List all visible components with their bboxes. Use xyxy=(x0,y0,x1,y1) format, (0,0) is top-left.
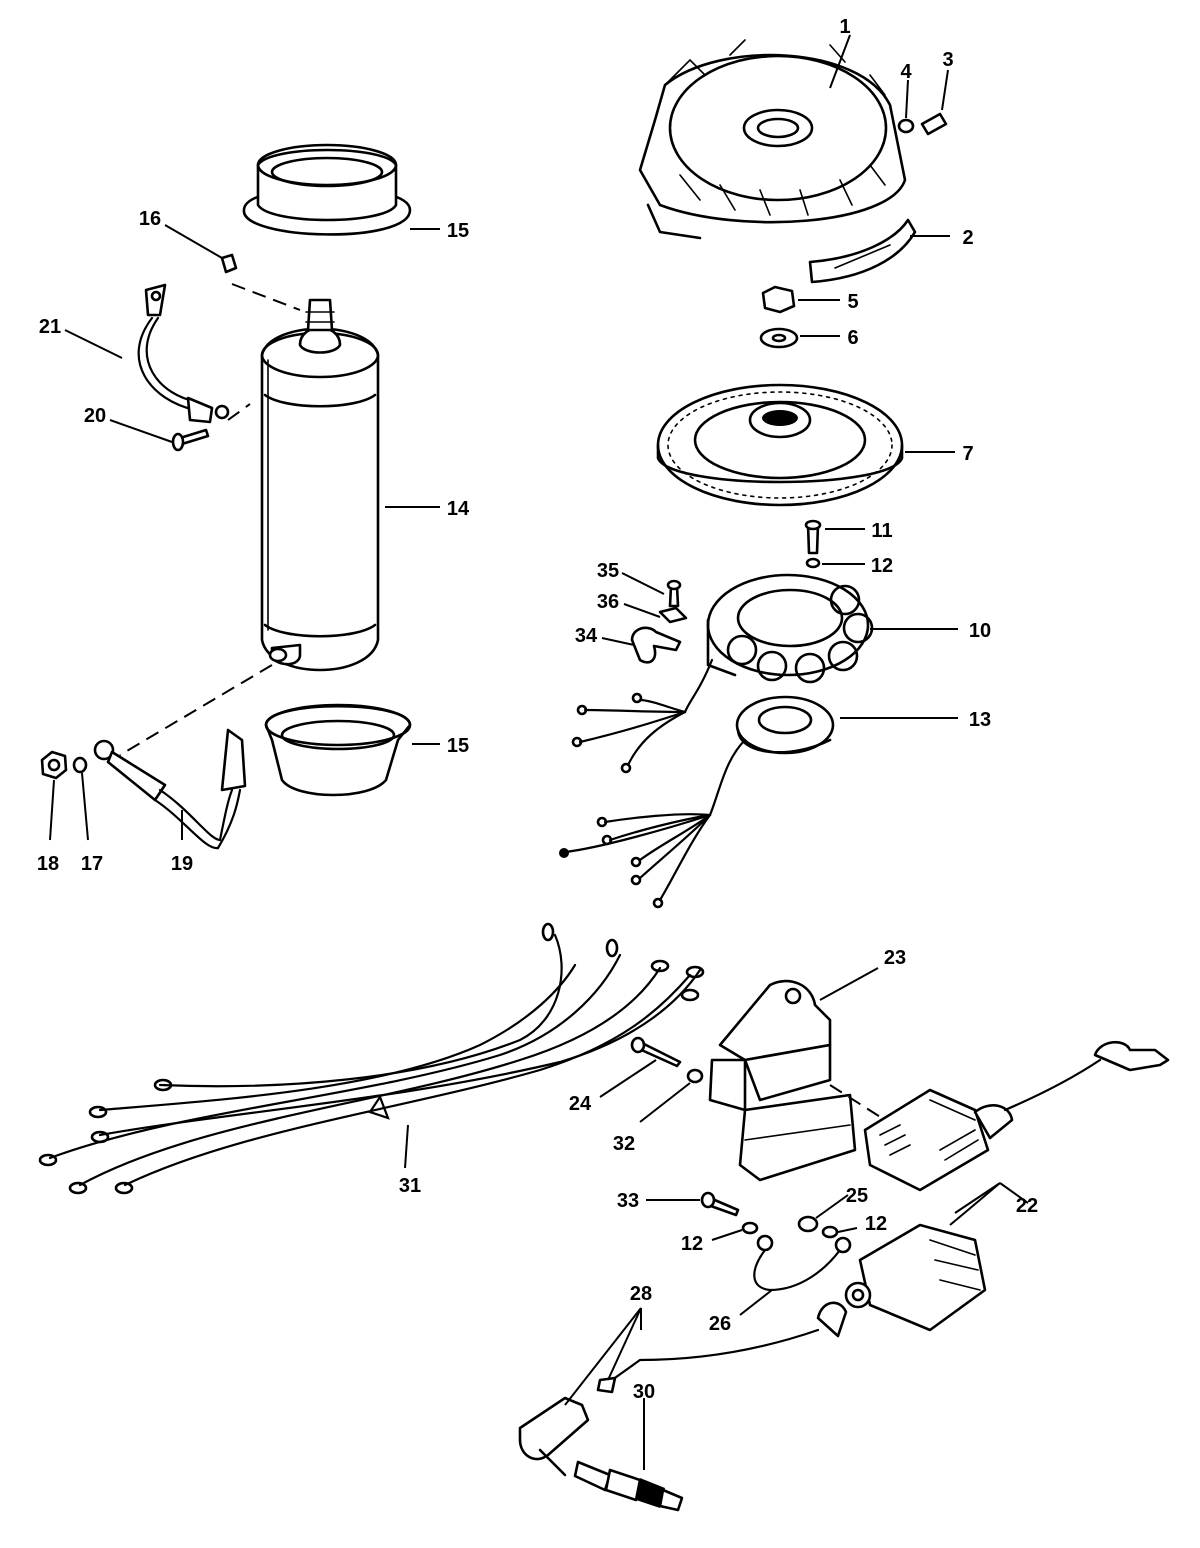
ignition-coil-lower xyxy=(596,1223,987,1394)
callout-26: 26 xyxy=(709,1313,731,1335)
leader-lines xyxy=(49,34,958,1470)
callout-6: 6 xyxy=(847,327,858,349)
ground-wire xyxy=(753,1234,852,1292)
cable-lockwasher xyxy=(72,756,88,774)
nut xyxy=(761,285,796,314)
stator xyxy=(706,573,874,684)
ground-cable xyxy=(93,728,247,850)
callout-14: 14 xyxy=(447,498,470,520)
spark-plug xyxy=(573,1460,684,1512)
bracket-washer xyxy=(686,1068,704,1084)
callout-24: 24 xyxy=(569,1093,592,1115)
starter-motor xyxy=(260,298,380,672)
ignition-coil-upper xyxy=(863,1041,1170,1192)
callout-36: 36 xyxy=(597,591,619,613)
battery-cable xyxy=(137,283,230,424)
coil-bracket xyxy=(708,979,857,1182)
callout-25: 25 xyxy=(846,1185,868,1207)
callout-1: 1 xyxy=(839,16,850,38)
callout-22: 22 xyxy=(1016,1195,1038,1217)
callout-19: 19 xyxy=(171,853,193,875)
callout-18: 18 xyxy=(37,853,59,875)
callout-28: 28 xyxy=(630,1283,652,1305)
callout-32: 32 xyxy=(613,1133,635,1155)
end-cap-top xyxy=(242,143,412,236)
callout-labels: 1 4 3 2 5 6 7 11 12 10 13 35 36 34 16 15… xyxy=(37,16,1038,1403)
terminal-nut xyxy=(220,253,238,274)
coil-lockwasher-right xyxy=(821,1225,839,1239)
end-cap-bottom xyxy=(264,703,412,797)
cable-nut xyxy=(40,750,68,780)
callout-15-top: 15 xyxy=(447,220,469,242)
screw xyxy=(920,112,948,136)
callout-12-right: 12 xyxy=(865,1213,887,1235)
callout-21: 21 xyxy=(39,316,61,338)
flywheel xyxy=(656,383,904,507)
callout-16: 16 xyxy=(139,208,161,230)
callout-7: 7 xyxy=(962,443,973,465)
callout-12-left: 12 xyxy=(681,1233,703,1255)
wire-clamp xyxy=(630,626,682,664)
wiring-harness xyxy=(38,922,705,1195)
clamp-plate xyxy=(658,606,688,624)
callout-33: 33 xyxy=(617,1190,639,1212)
callout-11: 11 xyxy=(871,520,892,542)
callout-34: 34 xyxy=(575,625,598,647)
callout-15-bottom: 15 xyxy=(447,735,469,757)
callout-17: 17 xyxy=(81,853,103,875)
callout-12-top: 12 xyxy=(871,555,893,577)
callout-5: 5 xyxy=(847,291,858,313)
spark-plug-boot xyxy=(518,1396,590,1477)
lockwasher xyxy=(805,557,821,569)
bracket xyxy=(808,218,917,284)
callout-20: 20 xyxy=(84,405,106,427)
callout-4: 4 xyxy=(900,61,912,83)
callout-10: 10 xyxy=(969,620,991,642)
trigger xyxy=(735,695,835,755)
coil-lockwasher-left xyxy=(741,1221,759,1235)
flywheel-washer xyxy=(759,327,799,349)
coil-nut xyxy=(797,1215,819,1233)
callout-31: 31 xyxy=(399,1175,421,1197)
washer xyxy=(897,118,915,134)
callout-30: 30 xyxy=(633,1381,655,1403)
callout-2: 2 xyxy=(962,227,973,249)
callout-23: 23 xyxy=(884,947,906,969)
callout-35: 35 xyxy=(597,560,619,582)
flywheel-cover xyxy=(638,39,907,240)
callout-13: 13 xyxy=(969,709,991,731)
callout-3: 3 xyxy=(942,49,953,71)
